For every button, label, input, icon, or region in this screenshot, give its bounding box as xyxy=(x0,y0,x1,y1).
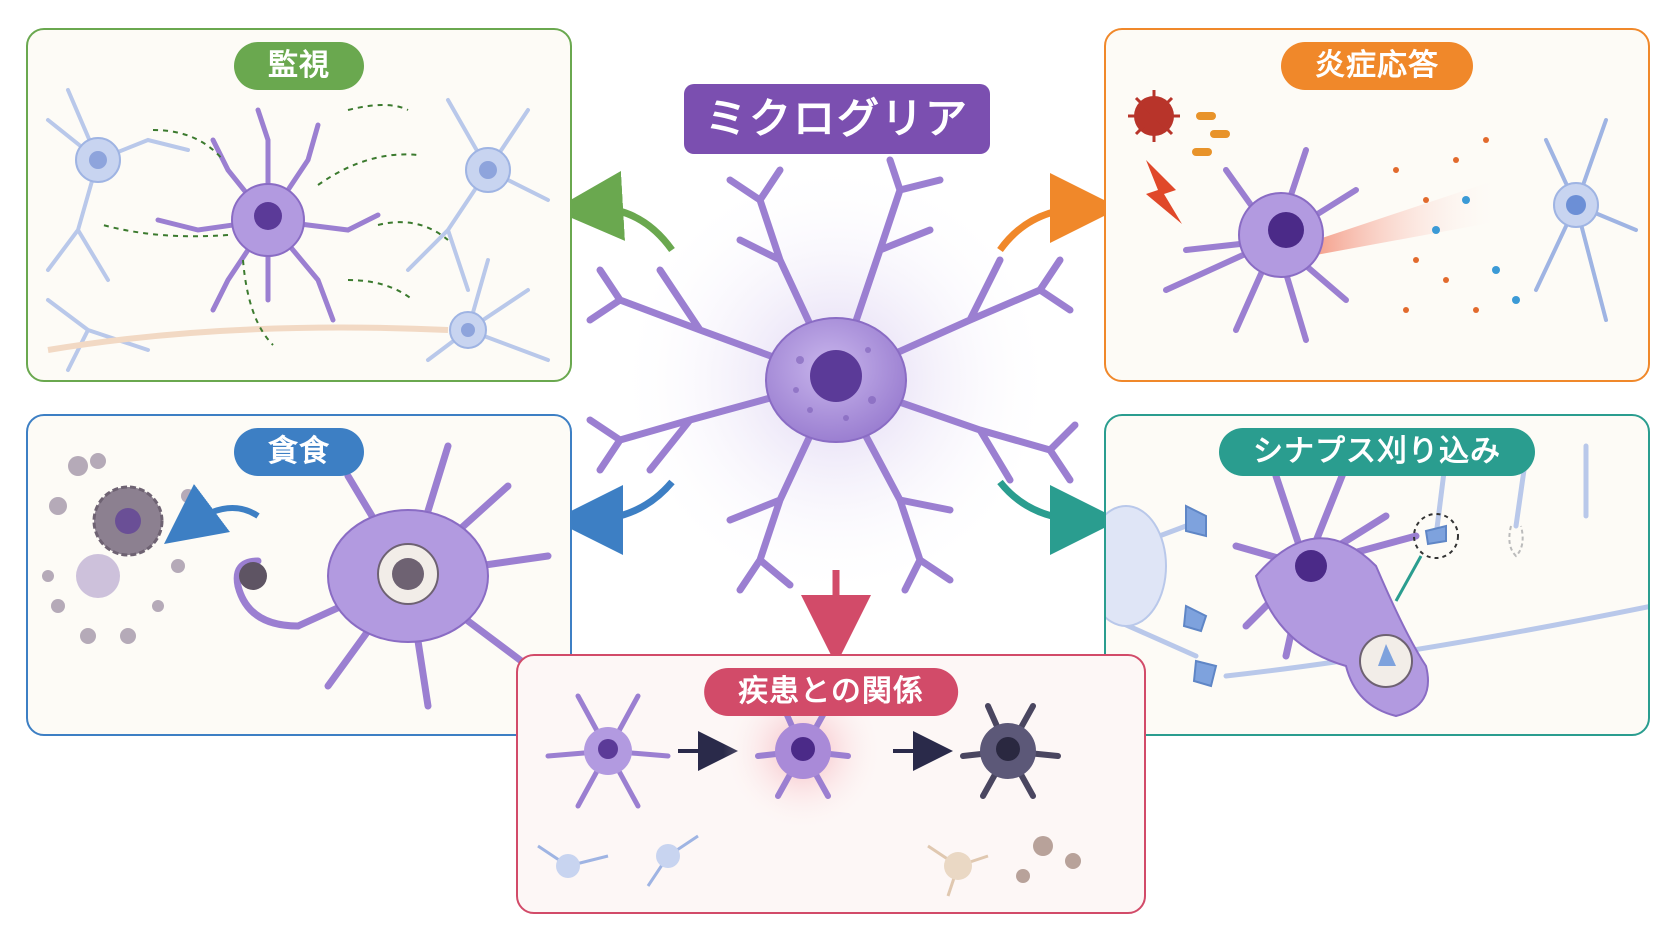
phagocytosis-illustration xyxy=(42,442,552,710)
synapse-pruning-label: シナプス刈り込み xyxy=(1219,428,1535,476)
arrow-to-inflammation xyxy=(997,173,1120,253)
bacteria-icon xyxy=(1128,90,1180,142)
panel-disease: 疾患との関係 xyxy=(516,654,1146,914)
disease-label: 疾患との関係 xyxy=(704,668,958,716)
arrow-to-synapse xyxy=(997,479,1120,555)
panel-synapse-pruning: シナプス刈り込み xyxy=(1104,414,1650,736)
arrow-to-surveillance xyxy=(553,171,675,253)
central-microglia-processes xyxy=(586,156,1079,594)
surveillance-illustration xyxy=(46,88,550,372)
inflammation-illustration xyxy=(1128,90,1638,343)
arrow-to-phagocytosis xyxy=(553,479,675,555)
main-title: ミクログリア xyxy=(684,84,990,154)
panel-phagocytosis: 貪食 xyxy=(26,414,572,736)
panel-inflammation: 炎症応答 xyxy=(1104,28,1650,382)
synapse-pruning-illustration xyxy=(1106,443,1648,718)
panel-surveillance: 監視 xyxy=(26,28,572,382)
lightning-icon xyxy=(1146,160,1182,224)
phagocytosis-label: 貪食 xyxy=(234,428,364,476)
inflammation-label: 炎症応答 xyxy=(1281,42,1473,90)
surveillance-label: 監視 xyxy=(234,42,364,90)
